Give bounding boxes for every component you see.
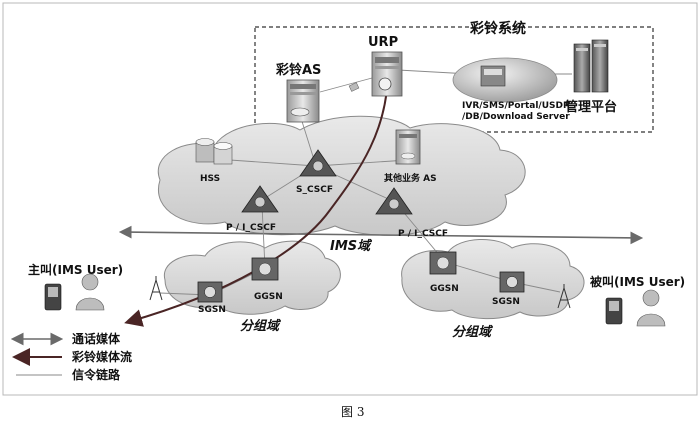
s-cscf-label: S_CSCF [296, 185, 333, 195]
ringback-system-title: 彩铃系统 [469, 20, 526, 37]
other-as-label: 其他业务 AS [384, 172, 437, 184]
p-i-cscf-left-label: P / I_CSCF [226, 223, 276, 233]
antenna-right-icon [557, 284, 571, 309]
caller-label: 主叫(IMS User) [28, 262, 123, 277]
callee-person-icon [636, 289, 666, 327]
legend-ringback-media-label: 彩铃媒体流 [71, 349, 132, 364]
legend: 通话媒体 彩铃媒体流 信令链路 [10, 331, 132, 382]
sgsn-right-label: SGSN [492, 297, 520, 307]
caller-person-icon [75, 273, 105, 311]
call-media-link [118, 225, 644, 245]
ggsn-right-icon [429, 251, 457, 275]
other-as-server-icon [395, 129, 421, 165]
ims-domain-label: IMS域 [330, 238, 372, 254]
figure-caption: 图 3 [341, 405, 364, 419]
figure-frame [2, 2, 698, 396]
sgsn-right-icon [499, 271, 525, 293]
service-servers-icon [452, 57, 558, 103]
ringback-as-label: 彩铃AS [275, 62, 321, 78]
management-platform-label: 管理平台 [565, 99, 617, 115]
urp-label: URP [368, 35, 398, 50]
p-i-cscf-right-icon [375, 187, 413, 215]
sgsn-left-icon [197, 281, 223, 303]
packet-domain-left-label: 分组域 [240, 318, 281, 334]
service-servers-desc-1: IVR/SMS/Portal/USDP [462, 101, 570, 111]
s-cscf-router-icon [299, 149, 337, 177]
urp-server-icon [371, 51, 403, 97]
legend-signaling-label: 信令链路 [72, 367, 121, 382]
management-platform-icon [573, 39, 609, 93]
ringback-as-server-icon [286, 79, 320, 123]
antenna-left-icon [149, 276, 163, 301]
ggsn-left-label: GGSN [254, 292, 283, 302]
p-i-cscf-left-icon [241, 185, 279, 213]
callee-phone-icon [605, 297, 623, 325]
p-i-cscf-right-label: P / I_CSCF [398, 229, 448, 239]
ggsn-right-label: GGSN [430, 284, 459, 294]
caller-phone-icon [44, 283, 62, 311]
service-servers-desc-2: /DB/Download Server [462, 112, 570, 122]
sgsn-left-label: SGSN [198, 305, 226, 315]
callee-label: 被叫(IMS User) [590, 274, 685, 289]
hss-database-icon [195, 138, 233, 165]
link-connector-icon [348, 82, 360, 92]
hss-label: HSS [200, 174, 220, 184]
packet-domain-right-label: 分组域 [452, 324, 493, 340]
ggsn-left-icon [251, 257, 279, 281]
legend-call-media-label: 通话媒体 [72, 331, 121, 346]
